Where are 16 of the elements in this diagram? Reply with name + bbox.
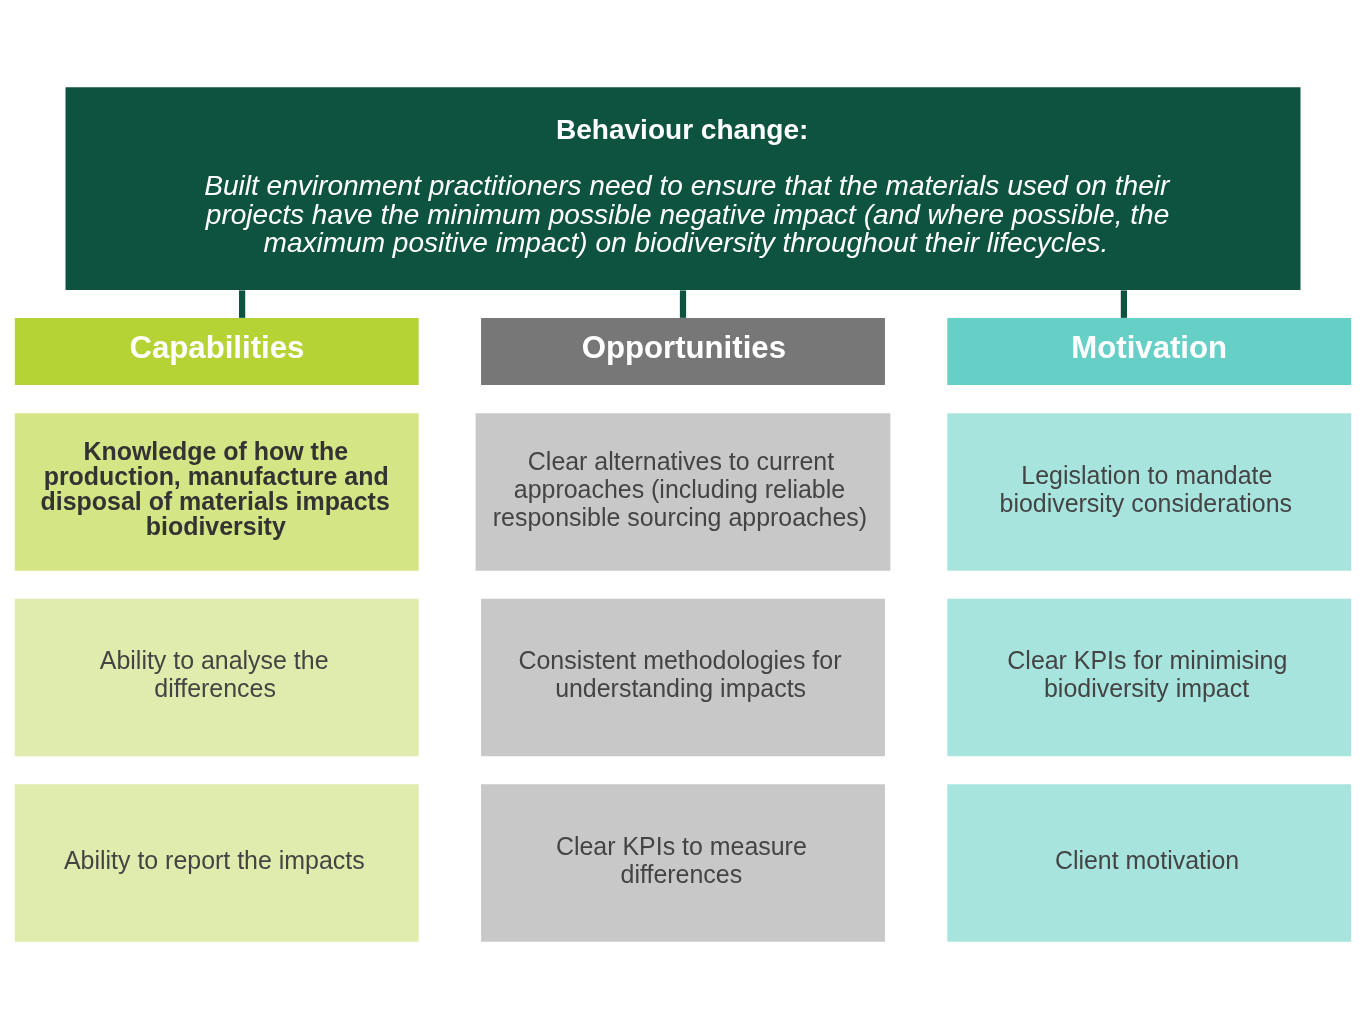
node-box: Motivation <box>947 317 1352 385</box>
node-box: Clear KPIs to measure differences <box>481 783 885 942</box>
node-box: Knowledge of how the production, manufacture and disposal of materials impacts biodiversity <box>14 412 419 571</box>
node-box: Capabilities <box>14 317 419 385</box>
node-box: Behaviour change: Built environment practitioners need to ensure that the materials used on their projects have the minimum possible negative impact (and where possible, the maximum positive impact) on biodiversity throughout their lifecycles. <box>65 86 1301 290</box>
node-box: Consistent methodologies for understanding impacts <box>481 598 885 756</box>
connector <box>238 289 246 318</box>
connector <box>1120 289 1128 318</box>
node-box: Ability to report the impacts <box>14 783 419 942</box>
node-box: Client motivation <box>947 783 1352 942</box>
node-box: Ability to analyse the differences <box>14 598 419 756</box>
node-box: Clear alternatives to current approaches (including reliable responsible sourcing approaches) <box>475 412 891 571</box>
connector <box>679 289 687 318</box>
node-box: Legislation to mandate biodiversity considerations <box>947 412 1352 571</box>
node-box: Opportunities <box>481 317 885 385</box>
node-box: Clear KPIs for minimising biodiversity impact <box>947 598 1352 756</box>
